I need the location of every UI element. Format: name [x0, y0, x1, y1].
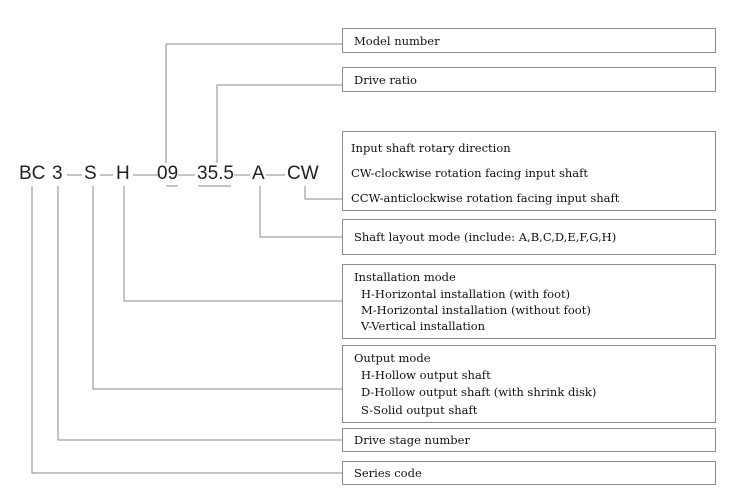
code-series: BC: [19, 163, 46, 184]
rotary-direction-box: Input shaft rotary direction CW-clockwis…: [342, 131, 716, 211]
output-mode-d: D-Hollow output shaft (with shrink disk): [361, 385, 597, 399]
model-number-box: Model number: [342, 28, 716, 53]
drive-ratio-label: Drive ratio: [354, 72, 417, 87]
output-mode-h: H-Hollow output shaft: [361, 368, 491, 382]
installation-mode-title: Installation mode: [354, 270, 456, 284]
installation-mode-h: H-Horizontal installation (with foot): [361, 287, 571, 301]
rotary-direction-ccw: CCW-anticlockwise rotation facing input …: [351, 191, 620, 205]
code-shaft-layout: A: [252, 163, 265, 184]
shaft-layout-label: Shaft layout mode (include: A,B,C,D,E,F,…: [354, 230, 617, 244]
code-output-mode: S: [84, 163, 97, 184]
code-model-number: 09: [157, 163, 179, 184]
installation-mode-v: V-Vertical installation: [361, 319, 486, 333]
output-mode-s: S-Solid output shaft: [361, 403, 478, 417]
code-drive-ratio: 35.5: [197, 163, 234, 184]
rotary-direction-title: Input shaft rotary direction: [351, 141, 511, 155]
output-mode-box: Output mode H-Hollow output shaft D-Holl…: [342, 345, 716, 423]
model-number-label: Model number: [354, 33, 440, 48]
series-code-label: Series code: [354, 466, 422, 480]
series-code-box: Series code: [342, 461, 716, 485]
stage-number-label: Drive stage number: [354, 433, 470, 447]
stage-number-box: Drive stage number: [342, 428, 716, 452]
output-mode-title: Output mode: [354, 351, 431, 365]
code-rotation-direction: CW: [287, 163, 319, 184]
shaft-layout-box: Shaft layout mode (include: A,B,C,D,E,F,…: [342, 219, 716, 255]
code-stage: 3: [52, 163, 63, 184]
rotary-direction-cw: CW-clockwise rotation facing input shaft: [351, 166, 589, 180]
code-installation: H: [116, 163, 130, 184]
installation-mode-m: M-Horizontal installation (without foot): [361, 303, 591, 317]
installation-mode-box: Installation mode H-Horizontal installat…: [342, 264, 716, 339]
drive-ratio-box: Drive ratio: [342, 67, 716, 92]
